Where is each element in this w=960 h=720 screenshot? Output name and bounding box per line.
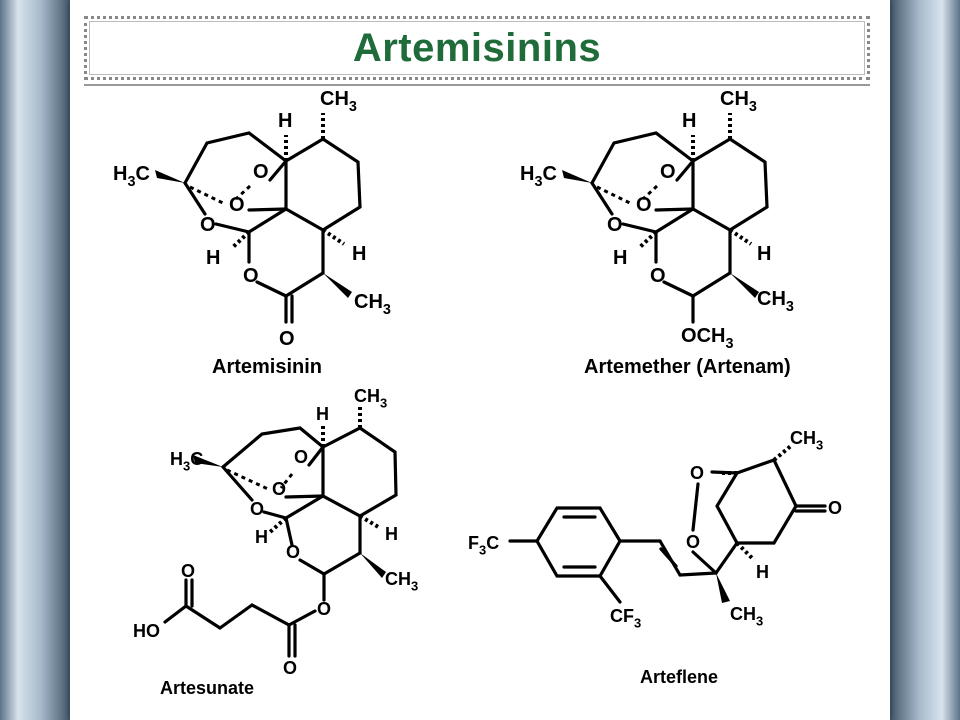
arteflene-o-mid: O xyxy=(686,532,700,552)
artesunate-o-acid: O xyxy=(181,561,195,581)
artemisinin-ch3-right: CH3 xyxy=(354,291,391,318)
arteflene-structure: CH3 O O O H CH3 F3C CF3 Arteflene xyxy=(468,428,842,687)
artemether-o4: O xyxy=(650,265,666,287)
arteflene-ch3-bottom: CH3 xyxy=(730,604,763,628)
artemisinin-o1: O xyxy=(253,161,269,183)
artemether-h3c: H3C xyxy=(520,163,557,190)
artemisinin-name: Artemisinin xyxy=(212,356,322,378)
artemether-ch3-right: CH3 xyxy=(757,288,794,315)
artesunate-o2: O xyxy=(272,479,286,499)
arteflene-o-top: O xyxy=(690,463,704,483)
artesunate-o-ester: O xyxy=(317,599,331,619)
artesunate-o3: O xyxy=(250,499,264,519)
artesunate-h-left: H xyxy=(255,527,268,547)
artemether-h-mid: H xyxy=(757,243,771,265)
artemisinin-o2: O xyxy=(229,194,245,216)
arteflene-h: H xyxy=(756,562,769,582)
artemether-h-left: H xyxy=(613,247,627,269)
artesunate-h-mid: H xyxy=(385,524,398,544)
artemisinin-h-top: H xyxy=(278,110,292,132)
arteflene-name: Arteflene xyxy=(640,667,718,687)
artesunate-ch3-right: CH3 xyxy=(385,569,418,593)
arteflene-o-ketone: O xyxy=(828,498,842,518)
artesunate-ch3-top: CH3 xyxy=(354,386,387,410)
artesunate-o-ester-bottom: O xyxy=(283,658,297,678)
artemisinin-ch3-top: CH3 xyxy=(320,88,357,115)
slide-canvas xyxy=(70,0,890,720)
artesunate-o1: O xyxy=(294,447,308,467)
artemether-structure: CH3 H H3C O O O O H H CH3 OCH3 Artemethe… xyxy=(520,88,794,378)
artesunate-ho: HO xyxy=(133,621,160,641)
artemisinin-h-left: H xyxy=(206,247,220,269)
artemisinin-h-mid: H xyxy=(352,243,366,265)
arteflene-f3c: F3C xyxy=(468,533,499,557)
artesunate-h-top: H xyxy=(316,404,329,424)
artemether-ch3-top: CH3 xyxy=(720,88,757,115)
artemisinin-structure: CH3 H H3C O O O O H H CH3 O Artemisinin xyxy=(113,88,391,378)
title-divider xyxy=(84,84,870,86)
artesunate-structure: CH3 H H3C O O O O H H CH3 O O HO O Artes… xyxy=(133,386,418,698)
artemether-och3: OCH3 xyxy=(681,325,733,352)
artemisinin-o4: O xyxy=(243,265,259,287)
artemether-name: Artemether (Artenam) xyxy=(584,356,791,378)
artemisinin-o3: O xyxy=(200,214,216,236)
artemisinin-o-carbonyl: O xyxy=(279,328,295,350)
arteflene-cf3: CF3 xyxy=(610,606,641,630)
artesunate-name: Artesunate xyxy=(160,678,254,698)
title-box: Artemisinins xyxy=(84,16,870,80)
arteflene-ch3-top: CH3 xyxy=(790,428,823,452)
artemether-o1: O xyxy=(660,161,676,183)
artemether-o3: O xyxy=(607,214,623,236)
artesunate-h3c: H3C xyxy=(170,449,203,473)
artemether-o2: O xyxy=(636,194,652,216)
artemether-h-top: H xyxy=(682,110,696,132)
slide-title: Artemisinins xyxy=(352,25,602,70)
artemisinin-h3c: H3C xyxy=(113,163,150,190)
artesunate-o4: O xyxy=(286,542,300,562)
